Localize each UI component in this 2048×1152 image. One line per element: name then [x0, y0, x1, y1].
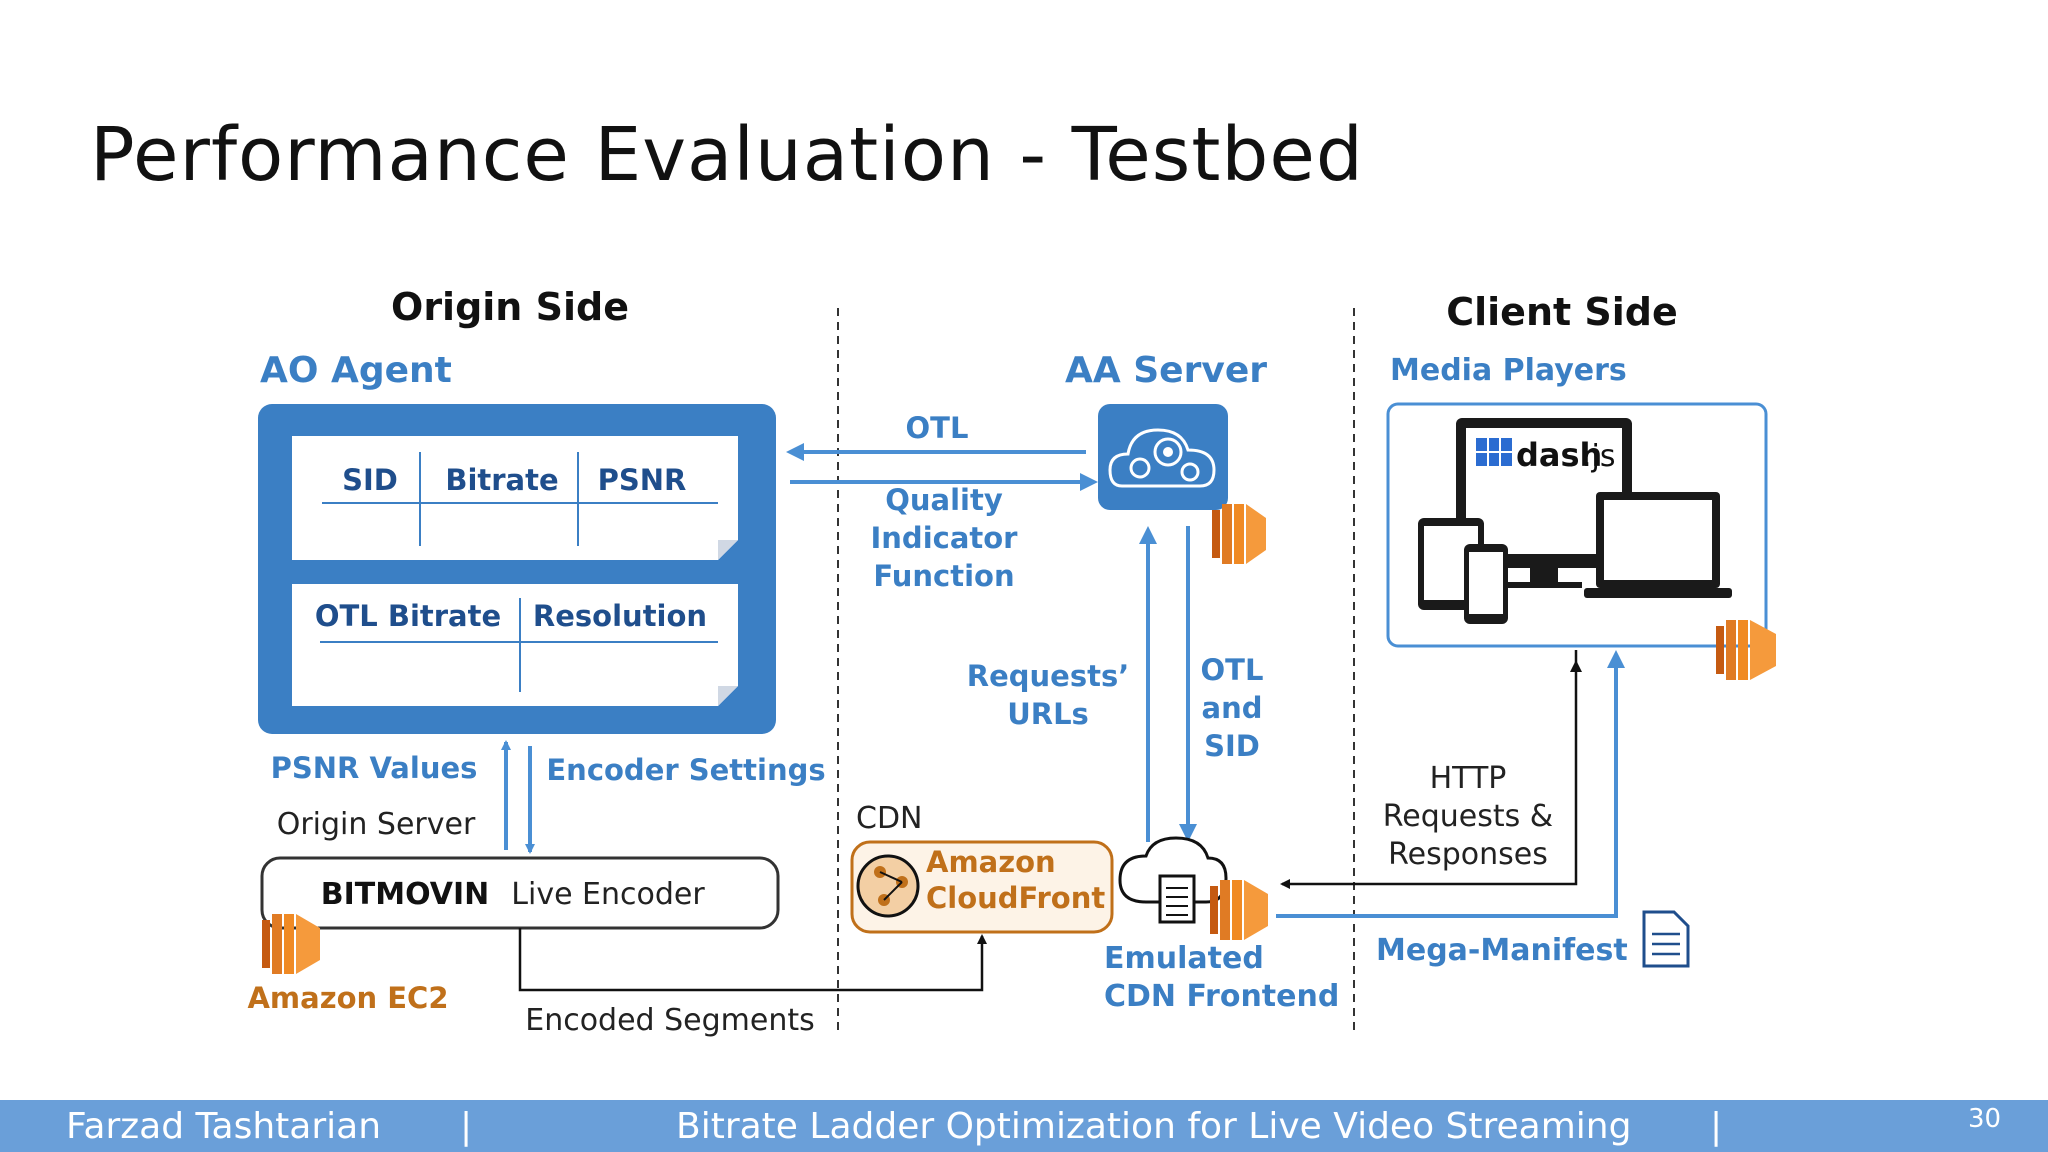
- aa-server-label: AA Server: [1065, 350, 1267, 391]
- otl-sid-line3: SID: [1204, 729, 1260, 763]
- mega-manifest-arrow: [1276, 650, 1625, 918]
- cloudfront-icon: [856, 854, 920, 918]
- mega-manifest-label: Mega-Manifest: [1376, 933, 1628, 968]
- table2-card: [292, 584, 738, 706]
- requests-urls-line2: URLs: [1007, 697, 1089, 731]
- origin-server-label: Origin Server: [277, 807, 476, 842]
- http-requests-line1: HTTP: [1430, 761, 1507, 796]
- http-requests-line2: Requests &: [1383, 799, 1553, 834]
- table2-col-resolution: Resolution: [533, 599, 707, 633]
- cloudfront-line1: Amazon: [926, 845, 1056, 879]
- psnr-values-label: PSNR Values: [271, 751, 478, 785]
- footer-author: Farzad Tashtarian: [66, 1106, 382, 1147]
- table1-card: [292, 436, 738, 560]
- bitmovin-label: BITMOVIN: [321, 877, 490, 912]
- page-number: 30: [1968, 1104, 2002, 1134]
- quality-indicator-line3: Function: [873, 559, 1014, 593]
- otl-label: OTL: [906, 411, 969, 445]
- encoder-settings-label: Encoder Settings: [546, 753, 825, 787]
- quality-indicator-line1: Quality: [885, 483, 1003, 517]
- encoded-segments-label: Encoded Segments: [525, 1003, 815, 1038]
- table2-col-otl-bitrate: OTL Bitrate: [315, 599, 501, 633]
- footer-talk-title: Bitrate Ladder Optimization for Live Vid…: [676, 1106, 1632, 1147]
- live-encoder-label: Live Encoder: [511, 877, 705, 912]
- otl-sid-line1: OTL: [1201, 653, 1264, 687]
- testbed-diagram: Origin Side Client Side AO Agent AA Serv…: [247, 285, 1776, 1038]
- table1-col-bitrate: Bitrate: [445, 463, 558, 497]
- cloudfront-box: [850, 840, 1114, 934]
- table1-col-psnr: PSNR: [598, 463, 687, 497]
- devices-icon: [1418, 418, 1732, 624]
- quality-indicator-line2: Indicator: [871, 521, 1019, 555]
- table1-col-sid: SID: [342, 463, 398, 497]
- otl-sid-line2: and: [1202, 691, 1263, 725]
- aws-ec2-icon-aa: [1212, 504, 1266, 564]
- footer-separator-2: |: [1710, 1106, 1723, 1147]
- aws-ec2-icon-client: [1716, 620, 1776, 680]
- aa-server-icon: [1098, 404, 1228, 510]
- slide-title: Performance Evaluation - Testbed: [90, 112, 1364, 198]
- aws-ec2-icon-cdn: [1210, 880, 1268, 940]
- emulated-cdn-line2: CDN Frontend: [1104, 979, 1339, 1014]
- dashjs-logo: dash: [1516, 436, 1602, 474]
- footer-bar: Farzad Tashtarian | Bitrate Ladder Optim…: [0, 1100, 2048, 1152]
- media-players-label: Media Players: [1390, 353, 1627, 388]
- aws-ec2-icon-origin: [262, 914, 320, 974]
- http-requests-line3: Responses: [1388, 837, 1548, 872]
- manifest-document-icon: [1642, 910, 1690, 968]
- cdn-label: CDN: [856, 801, 923, 836]
- dashjs-logo-suffix: .js: [1582, 439, 1616, 474]
- http-requests-arrow: [1280, 650, 1578, 889]
- ao-agent-label: AO Agent: [260, 350, 452, 391]
- footer-separator-1: |: [460, 1106, 473, 1147]
- client-side-heading: Client Side: [1446, 290, 1678, 334]
- cdn-frontend-icon: [1118, 836, 1228, 924]
- cloudfront-line2: CloudFront: [926, 881, 1105, 915]
- requests-urls-line1: Requests’: [967, 659, 1129, 693]
- emulated-cdn-line1: Emulated: [1104, 941, 1264, 976]
- amazon-ec2-label: Amazon EC2: [247, 981, 448, 1015]
- origin-side-heading: Origin Side: [391, 285, 629, 329]
- encoded-segments-arrow: [518, 928, 987, 992]
